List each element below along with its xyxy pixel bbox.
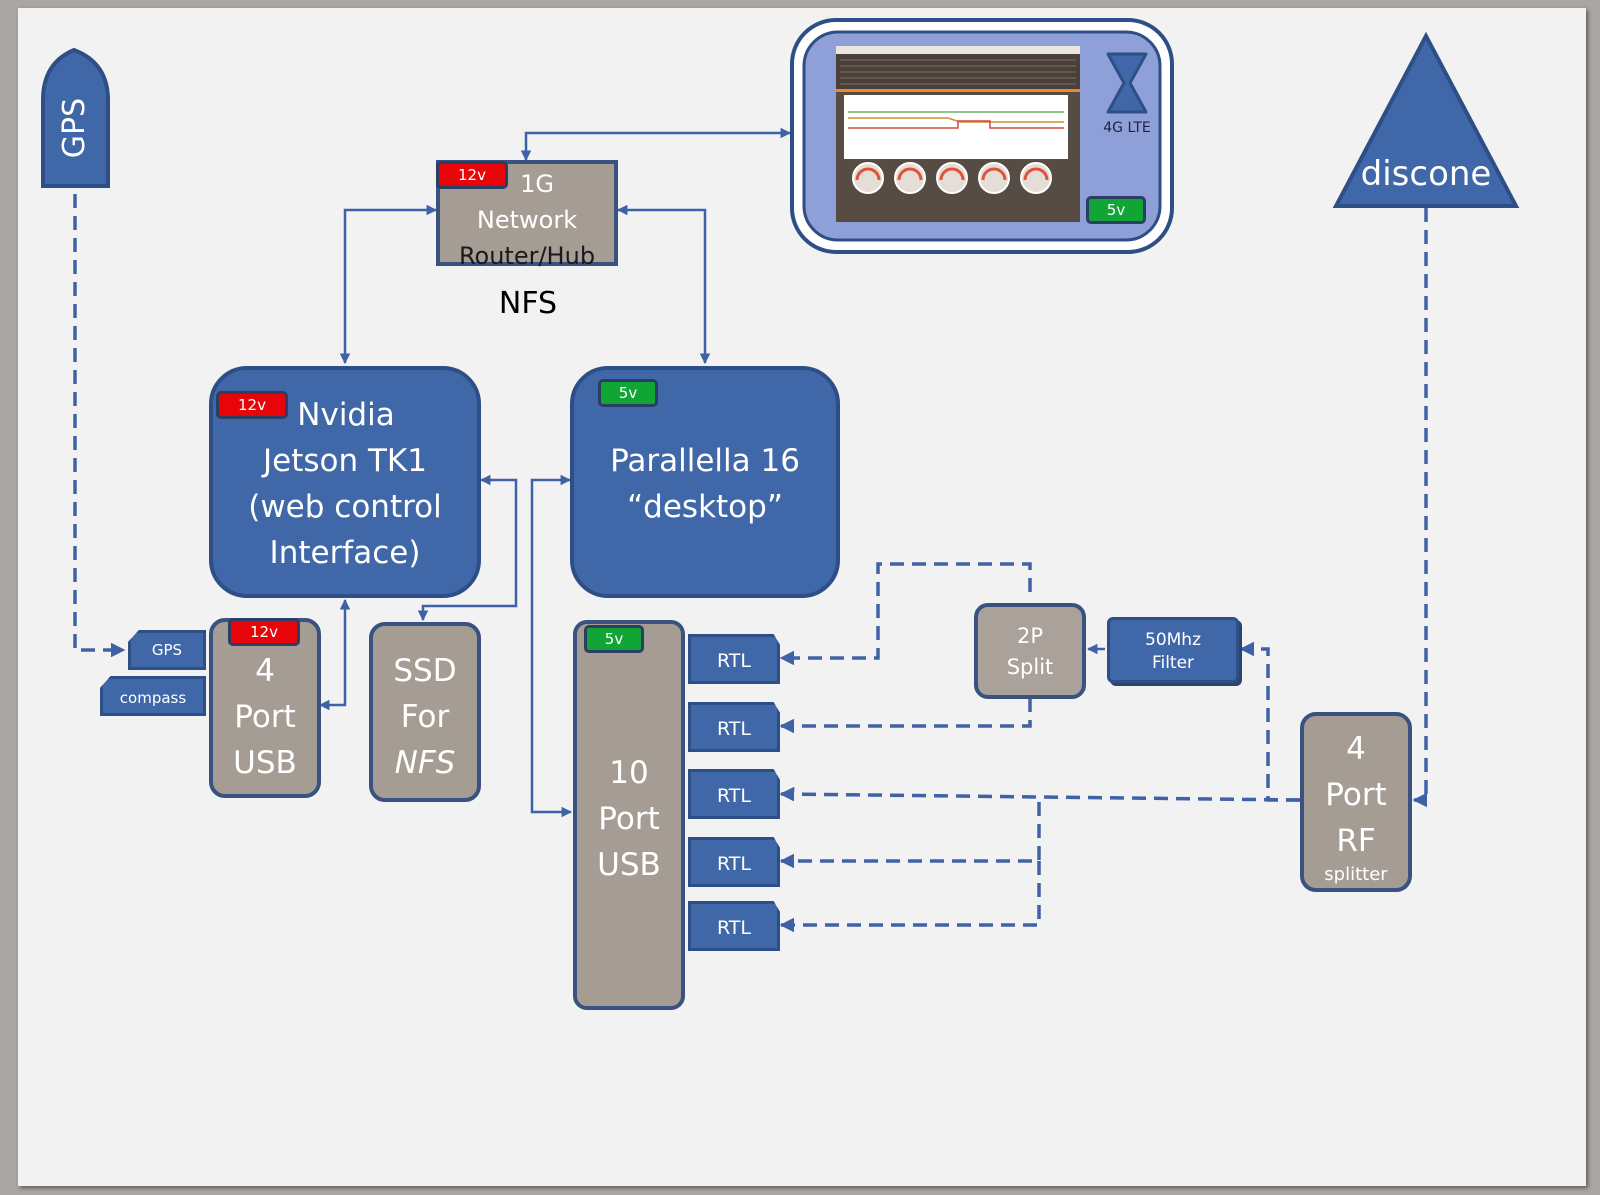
jetson-line-1: Nvidia [297,397,395,433]
rf-line-3: RF [1336,823,1376,859]
lte-label: 4G LTE [1103,120,1151,136]
gps-module-label: GPS [151,641,183,659]
tablet-power-badge: 5v [1086,196,1146,224]
rf-line-1: 4 [1346,731,1366,767]
gps-antenna-label: GPS [57,97,92,159]
link-split-rtl1 [779,562,1032,666]
parallella-line-1: Parallella 16 [610,443,800,479]
router-line-1: 1G [520,170,554,198]
filter-50mhz: 50Mhz Filter [1107,617,1239,683]
split-line-2: Split [1006,655,1054,679]
dashboard-screen-icon [836,46,1080,222]
link-gps-antenna-module [73,194,126,658]
filter-line-2: Filter [1151,653,1195,673]
usb10-power-badge: 5v [584,625,644,653]
parallella-line-2: “desktop” [627,489,783,525]
connector-layer [41,18,1520,933]
rtl-label-4: RTL [716,853,751,875]
router-power-badge: 12v [436,161,508,189]
discone-antenna-icon [1332,31,1520,208]
rtl-label-5: RTL [716,917,751,939]
rtl-label-2: RTL [716,718,751,740]
link-rfsplitter-rtl5 [779,861,1041,933]
tablet-device [790,18,1174,254]
usb-hub-10-port: 10 Port USB [573,620,685,1010]
usb-hub-4-port: 4 Port USB [209,618,321,798]
jetson-power-badge: 12v [216,391,288,419]
compass-module-label: compass [119,689,187,707]
rf-line-2: Port [1325,777,1387,813]
gps-module: GPS [128,630,206,670]
link-router-parallella [616,204,711,365]
link-discone-rfsplitter [1412,208,1428,808]
usb10-line-3: USB [597,847,661,883]
ssd-line-3: NFS [394,745,456,781]
diagram-slide: GPS discone 4G LTE 5v 1G Network Router/… [18,8,1586,1186]
jetson-line-2: Jetson TK1 [263,443,427,479]
discone-label: discone [1360,154,1492,194]
parallella-power-badge: 5v [598,379,658,407]
link-router-jetson [339,204,438,365]
lte-hourglass-icon [1106,52,1148,114]
rtl-label-1: RTL [716,650,751,672]
link-split-rtl2 [779,698,1032,734]
jetson-line-4: Interface) [269,535,421,571]
split-line-1: 2P [1016,624,1044,648]
gps-antenna-icon [41,47,110,188]
ssd-line-1: SSD [393,653,457,689]
rtl-label-3: RTL [716,785,751,807]
two-port-splitter: 2P Split [974,603,1086,699]
rtl-dongle-4: RTL [688,837,780,887]
rtl-dongle-3: RTL [688,769,780,819]
rf-splitter-sub: splitter [1324,864,1388,885]
router-line-2: Network [476,206,578,234]
link-rfsplitter-filter [1239,641,1300,802]
link-router-tablet [520,127,792,162]
jetson-line-3: (web control [248,489,442,525]
rtl-dongle-2: RTL [688,702,780,752]
rtl-dongle-1: RTL [688,634,780,684]
filter-line-1: 50Mhz [1145,630,1201,650]
link-parallella-usb10 [530,474,573,818]
usb4-line-3: USB [233,745,297,781]
usb10-line-1: 10 [609,755,649,791]
link-jetson-usb4 [318,598,351,711]
nfs-label: NFS [498,286,558,321]
rf-splitter-4-port: 4 Port RF splitter [1300,712,1412,892]
ssd-storage: SSD For NFS [369,622,481,802]
link-rfsplitter-rtl4 [779,802,1041,869]
usb10-line-2: Port [598,801,660,837]
link-jetson-ssd [417,474,518,622]
usb4-line-1: 4 [255,653,275,689]
rtl-dongle-5: RTL [688,901,780,951]
link-rfsplitter-rtl3 [779,786,1301,802]
usb4-power-badge: 12v [228,618,300,646]
router-line-3: Router/Hub [458,242,596,270]
usb4-line-2: Port [234,699,296,735]
compass-module: compass [100,676,206,716]
ssd-line-2: For [400,699,450,735]
